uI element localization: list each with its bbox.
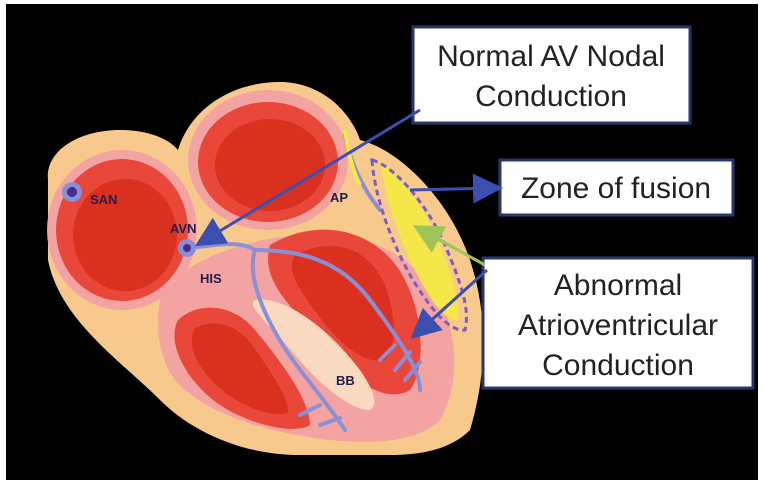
- his-label: HIS: [200, 271, 222, 286]
- avn-label: AVN: [170, 221, 196, 236]
- right-atrium-chamber: [73, 179, 177, 291]
- zone-of-fusion-label: Zone of fusion: [521, 172, 711, 205]
- left-atrium-chamber: [215, 119, 325, 211]
- ap-label: AP: [330, 190, 348, 205]
- avn-node-core: [183, 244, 191, 252]
- abnormal-conduction-line1: Abnormal: [554, 269, 682, 302]
- san-node-core: [67, 187, 77, 197]
- arrow-to-fusion-box: [410, 188, 497, 190]
- san-label: SAN: [90, 192, 117, 207]
- normal-conduction-line2: Conduction: [475, 80, 627, 113]
- bb-label: BB: [336, 373, 355, 388]
- abnormal-conduction-line3: Conduction: [542, 349, 694, 382]
- abnormal-conduction-line2: Atrioventricular: [518, 309, 718, 342]
- normal-conduction-line1: Normal AV Nodal: [437, 40, 665, 73]
